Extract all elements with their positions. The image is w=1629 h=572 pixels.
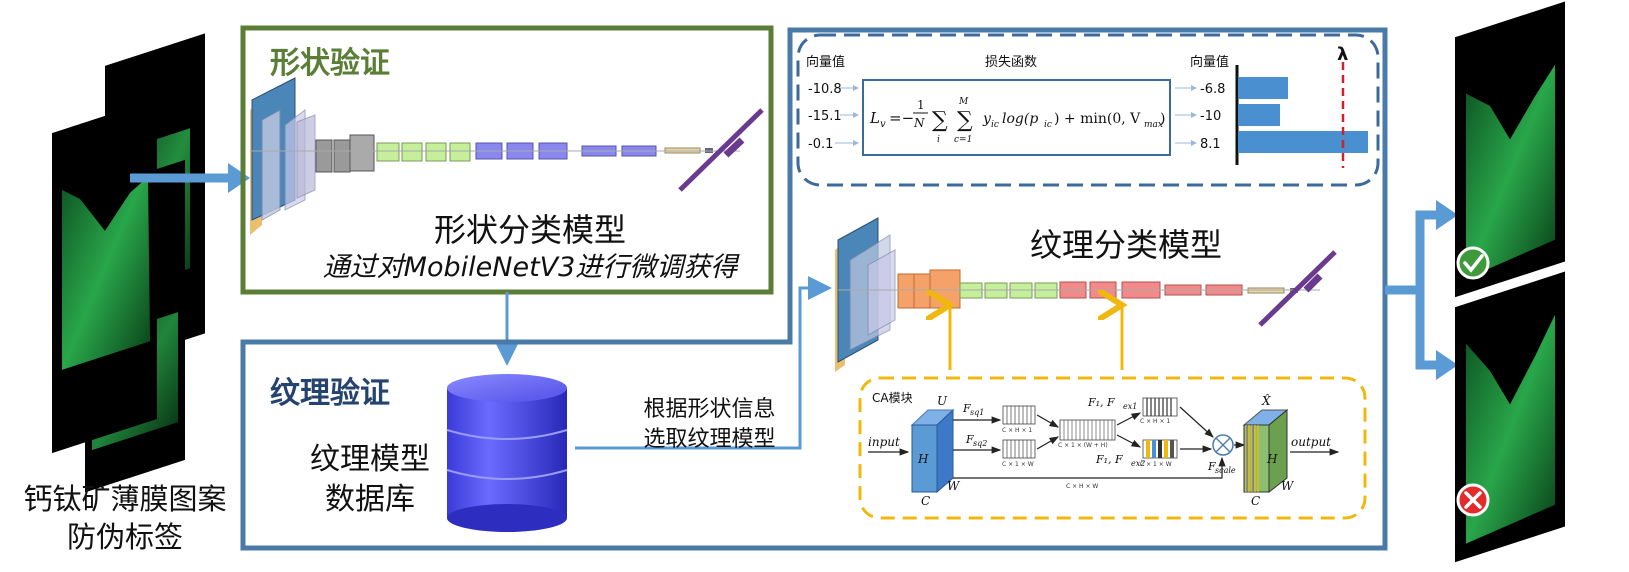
- loss-output-2: -10: [1200, 109, 1221, 124]
- svg-text:) + min(0, V: ) + min(0, V: [1054, 111, 1141, 127]
- svg-text:ic: ic: [991, 120, 999, 130]
- ca-dim-chx1-b: C × H × 1: [1140, 418, 1170, 425]
- ca-w-label: W: [947, 479, 961, 493]
- ca-fex2-label: F₁, F: [1095, 453, 1123, 466]
- ca-dim-chx1-a: C × H × 1: [1002, 427, 1032, 434]
- ca-u-label: U: [937, 394, 948, 408]
- ca-fsq2-label: F: [965, 433, 974, 446]
- pass-result-image: [1455, 1, 1565, 298]
- output-branch-fail: [1415, 290, 1440, 370]
- select-texture-label: 根据形状信息 选取纹理模型: [622, 395, 797, 455]
- ca-out-h-label: H: [1266, 452, 1278, 466]
- input-arrowhead: [228, 163, 250, 193]
- film-image-stack: [52, 33, 205, 493]
- lambda-label: λ: [1337, 44, 1348, 65]
- svg-text:): ): [1160, 111, 1165, 127]
- ca-xhat-label: X̂: [1261, 393, 1271, 408]
- output-bar-2: [1238, 104, 1280, 126]
- shape-cnn-diagram: [250, 77, 764, 235]
- shape-model-note: 通过对MobileNetV3进行微调获得: [322, 252, 738, 283]
- fail-result-image: [1455, 271, 1565, 563]
- ca-fex1-label: F₁, F: [1087, 396, 1115, 409]
- loss-function-panel: [796, 33, 1380, 187]
- film-label-line2: 防伪标签: [66, 520, 183, 554]
- svg-text:=−: =−: [889, 109, 914, 127]
- svg-text:M: M: [958, 97, 969, 107]
- ca-fscale-sub: scale: [1215, 466, 1236, 475]
- svg-text:N: N: [913, 116, 925, 130]
- film-image-front: [52, 98, 157, 454]
- ca-fex2-sub: ex2: [1131, 459, 1145, 468]
- svg-text:∑: ∑: [957, 108, 973, 133]
- ca-h-label: H: [917, 452, 929, 466]
- output-branch-pass: [1415, 210, 1440, 290]
- database-icon: [446, 374, 568, 532]
- loss-formula-box: [862, 79, 1171, 156]
- ca-dim-cx1xw: C × 1 × W: [1002, 461, 1034, 468]
- svg-text:∑: ∑: [932, 108, 948, 133]
- shape-verification-title: 形状验证: [270, 46, 390, 81]
- ca-output-label: output: [1291, 435, 1331, 449]
- check-circle-icon: [1456, 246, 1490, 280]
- ca-dim-cx1xw-b: C × 1 × W: [1140, 461, 1172, 468]
- svg-text:v: v: [880, 119, 886, 130]
- ca-input-label: input: [868, 435, 900, 449]
- loss-input-3: -0.1: [808, 137, 833, 152]
- svg-text:1: 1: [917, 98, 925, 112]
- texture-db-label-line1: 纹理模型: [310, 442, 430, 477]
- ca-out-c-label: C: [1251, 494, 1260, 508]
- ca-c-label: C: [921, 494, 930, 508]
- db-to-texture-arrow: [575, 276, 832, 450]
- output-bar-1: [1238, 77, 1288, 99]
- loss-output-1: -6.8: [1200, 82, 1225, 97]
- ca-fsq2-sub: sq2: [973, 439, 987, 448]
- shape-model-name: 形状分类模型: [433, 211, 626, 249]
- texture-verification-title: 纹理验证: [270, 376, 390, 411]
- loss-output-header: 向量值: [1190, 54, 1229, 70]
- svg-text:ic: ic: [1044, 120, 1052, 130]
- ca-dim-concat: C × 1 × (W + H): [1058, 442, 1108, 449]
- loss-input-header: 向量值: [806, 54, 845, 70]
- film-label: 钙钛矿薄膜图案 防伪标签: [10, 480, 240, 556]
- ca-out-w-label: W: [1281, 479, 1295, 493]
- svg-text:max: max: [1144, 120, 1163, 130]
- svg-text:c=1: c=1: [954, 135, 972, 145]
- svg-text:log(p: log(p: [1002, 111, 1038, 127]
- loss-output-3: 8.1: [1200, 137, 1221, 152]
- select-texture-line1: 根据形状信息: [643, 397, 776, 422]
- loss-formula: L v =− 1 N ∑ i ∑ M c=1 y ic log(p ic ) +…: [869, 97, 1165, 145]
- ca-dim-chw: C × H × W: [1066, 483, 1098, 490]
- film-label-line1: 钙钛矿薄膜图案: [23, 482, 227, 516]
- loss-input-2: -15.1: [808, 109, 842, 124]
- ca-module-title: CA模块: [872, 391, 913, 405]
- ca-fscale-label: F: [1207, 460, 1216, 473]
- svg-text:L: L: [869, 109, 880, 127]
- texture-model-name: 纹理分类模型: [1030, 226, 1223, 264]
- texture-verification-box: [240, 27, 1388, 551]
- select-texture-line2: 选取纹理模型: [643, 427, 776, 452]
- svg-text:i: i: [937, 135, 940, 145]
- ca-module-diagram: [868, 397, 1340, 494]
- svg-text:y: y: [982, 111, 992, 127]
- texture-db-label-line2: 数据库: [325, 482, 415, 517]
- output-bar-3: [1238, 131, 1368, 153]
- cross-circle-icon: [1456, 483, 1490, 517]
- loss-function-header: 损失函数: [985, 55, 1037, 70]
- ca-fsq1-label: F: [962, 402, 971, 415]
- ca-module-panel: [858, 376, 1367, 520]
- loss-input-1: -10.8: [808, 82, 842, 97]
- ca-fex1-sub: ex1: [1123, 402, 1137, 411]
- texture-db-label: 纹理模型 数据库: [300, 440, 440, 520]
- ca-fsq1-sub: sq1: [970, 408, 984, 417]
